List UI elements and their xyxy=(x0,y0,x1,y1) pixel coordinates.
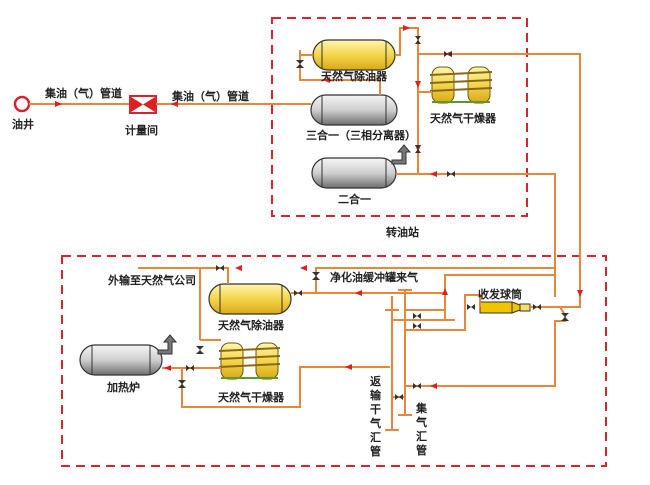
pipe-label-2: 集油（气）管道 xyxy=(171,89,249,103)
valve-icon xyxy=(178,380,186,388)
export-label: 外输至天然气公司 xyxy=(107,273,196,287)
valve-icon xyxy=(413,313,421,319)
valve-icon xyxy=(216,265,224,271)
valve-icon xyxy=(196,346,204,354)
valve-icon xyxy=(413,323,421,329)
valve-icon xyxy=(444,51,452,57)
flow-arrow xyxy=(55,101,62,107)
dryer-upper-icon xyxy=(429,66,493,104)
lower-station-boundary xyxy=(61,255,607,467)
valve-icon xyxy=(415,36,421,44)
valve-icon xyxy=(312,272,320,280)
exhaust-arrow-icon xyxy=(391,144,412,165)
three-phase-separator-tank xyxy=(310,94,398,126)
pipe-label-1: 集油（气）管道 xyxy=(44,86,122,100)
dryer-label-upper: 天然气干燥器 xyxy=(430,111,497,125)
pig-launcher-icon xyxy=(479,301,531,314)
valve-icon xyxy=(561,313,569,321)
valve-icon xyxy=(413,383,421,389)
separator-label: 三合一（三相分离器） xyxy=(306,128,416,142)
degreaser-tank-upper xyxy=(312,39,396,71)
degreaser-outlet-pipe xyxy=(395,27,419,128)
flow-arrow xyxy=(171,101,178,107)
two-in-one-tank xyxy=(311,157,397,189)
valve-icon xyxy=(296,60,304,68)
pig-launcher-label: 收发球筒 xyxy=(478,287,522,301)
two-in-one-gas-pipe xyxy=(418,173,556,297)
transfer-station-title: 转油站 xyxy=(386,225,419,239)
valve-icon xyxy=(467,304,475,310)
dryer-lower-icon xyxy=(218,342,281,380)
metering-label: 计量间 xyxy=(125,123,158,137)
valve-icon xyxy=(186,365,194,371)
degreaser-tank-lower xyxy=(208,283,292,315)
purified-gas-label: 净化油缓冲罐来气 xyxy=(330,270,418,284)
gather-header-label: 集气汇管 xyxy=(415,401,428,457)
valve-icon xyxy=(447,171,455,177)
oil-well-icon xyxy=(13,95,31,113)
exhaust-arrow-icon xyxy=(157,334,178,355)
valve-icon xyxy=(415,145,421,153)
valve-icon xyxy=(533,304,541,310)
return-header-label: 返输干气汇管 xyxy=(369,374,382,458)
transfer-station-boundary xyxy=(271,17,528,217)
dryer-feed-pipe xyxy=(418,53,581,298)
heater-label: 加热炉 xyxy=(106,380,140,394)
degreaser-label-upper: 天然气除油器 xyxy=(321,69,388,83)
two-in-one-label: 二合一 xyxy=(338,192,371,206)
valve-icon xyxy=(294,290,302,296)
valve-icon xyxy=(395,394,403,400)
dryer-label-lower: 天然气干燥器 xyxy=(218,390,285,404)
oil-well-label: 油井 xyxy=(12,117,34,131)
heater-tank xyxy=(79,344,163,376)
degreaser-label-lower: 天然气除油器 xyxy=(218,318,285,332)
